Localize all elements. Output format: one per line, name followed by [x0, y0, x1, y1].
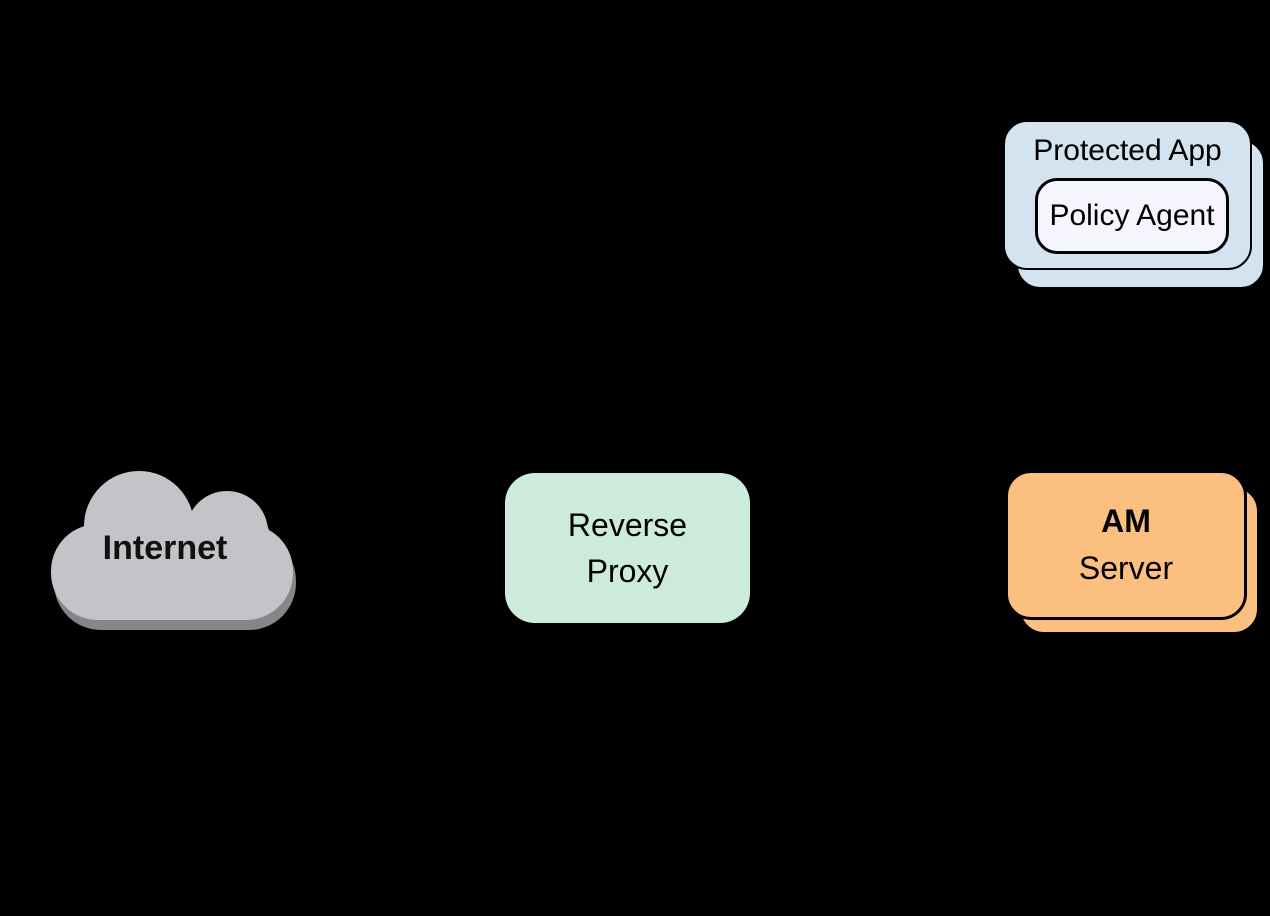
- protected-app-front-card: Protected App Policy Agent: [1003, 120, 1252, 270]
- am-server-front-card: AM Server: [1005, 470, 1247, 620]
- reverse-proxy-label: Reverse Proxy: [567, 507, 688, 589]
- policy-agent-label: Policy Agent: [1049, 199, 1215, 232]
- policy-agent-box: Policy Agent: [1035, 178, 1229, 254]
- cloud-icon: [51, 471, 296, 630]
- am-label: AM: [1101, 503, 1151, 539]
- internet-cloud-node: Internet: [47, 466, 299, 632]
- server-label: Server: [1078, 550, 1174, 586]
- reverse-proxy-node: Reverse Proxy: [505, 473, 750, 623]
- protected-app-label: Protected App: [1033, 134, 1222, 167]
- protected-app-node: Protected App Policy Agent: [1003, 120, 1267, 292]
- am-server-node: AM Server: [1005, 470, 1265, 640]
- internet-label: Internet: [102, 529, 228, 567]
